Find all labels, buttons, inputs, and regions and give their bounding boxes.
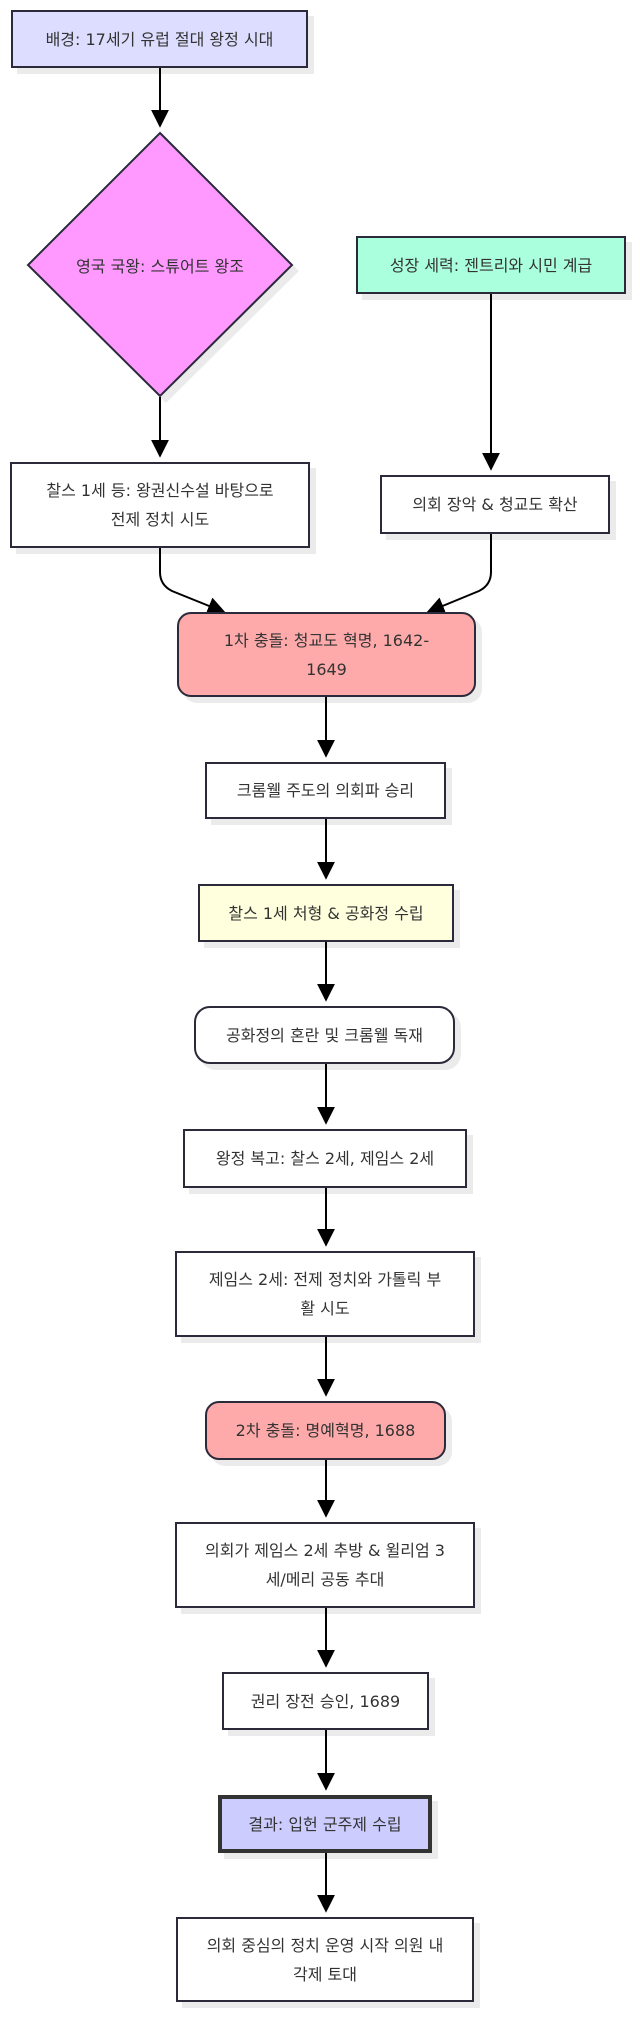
node-king: 영국 국왕: 스튜어트 왕조 [26, 131, 299, 403]
node-background: 배경: 17세기 유럽 절대 왕정 시대 [11, 10, 308, 68]
node-bill: 권리 장전 승인, 1689 [222, 1672, 429, 1730]
node-exile: 의회가 제임스 2세 추방 & 윌리엄 3세/메리 공동 추대 [175, 1522, 475, 1608]
node-final: 의회 중심의 정치 운영 시작 의원 내각제 토대 [176, 1917, 474, 2002]
node-execution: 찰스 1세 처형 & 공화정 수립 [198, 884, 454, 942]
node-king-label: 영국 국왕: 스튜어트 왕조 [76, 256, 244, 276]
node-chaos: 공화정의 혼란 및 크롬웰 독재 [194, 1006, 455, 1064]
node-result: 결과: 입헌 군주제 수립 [218, 1795, 432, 1853]
edge-parliament-conflict1 [426, 534, 492, 615]
edge-charles1-conflict1 [159, 548, 226, 615]
node-restoration: 왕정 복고: 찰스 2세, 제임스 2세 [183, 1129, 467, 1188]
diamond-shape [26, 131, 299, 403]
node-parliament: 의회 장악 & 청교도 확산 [380, 475, 610, 534]
node-james2: 제임스 2세: 전제 정치와 가톨릭 부활 시도 [175, 1251, 475, 1337]
node-conflict1: 1차 충돌: 청교도 혁명, 1642-1649 [177, 612, 476, 697]
node-charles1: 찰스 1세 등: 왕권신수설 바탕으로 전제 정치 시도 [10, 462, 310, 548]
node-conflict2: 2차 충돌: 명예혁명, 1688 [205, 1401, 446, 1460]
node-rising: 성장 세력: 젠트리와 시민 계급 [356, 236, 626, 294]
node-cromwell: 크롬웰 주도의 의회파 승리 [205, 762, 446, 819]
